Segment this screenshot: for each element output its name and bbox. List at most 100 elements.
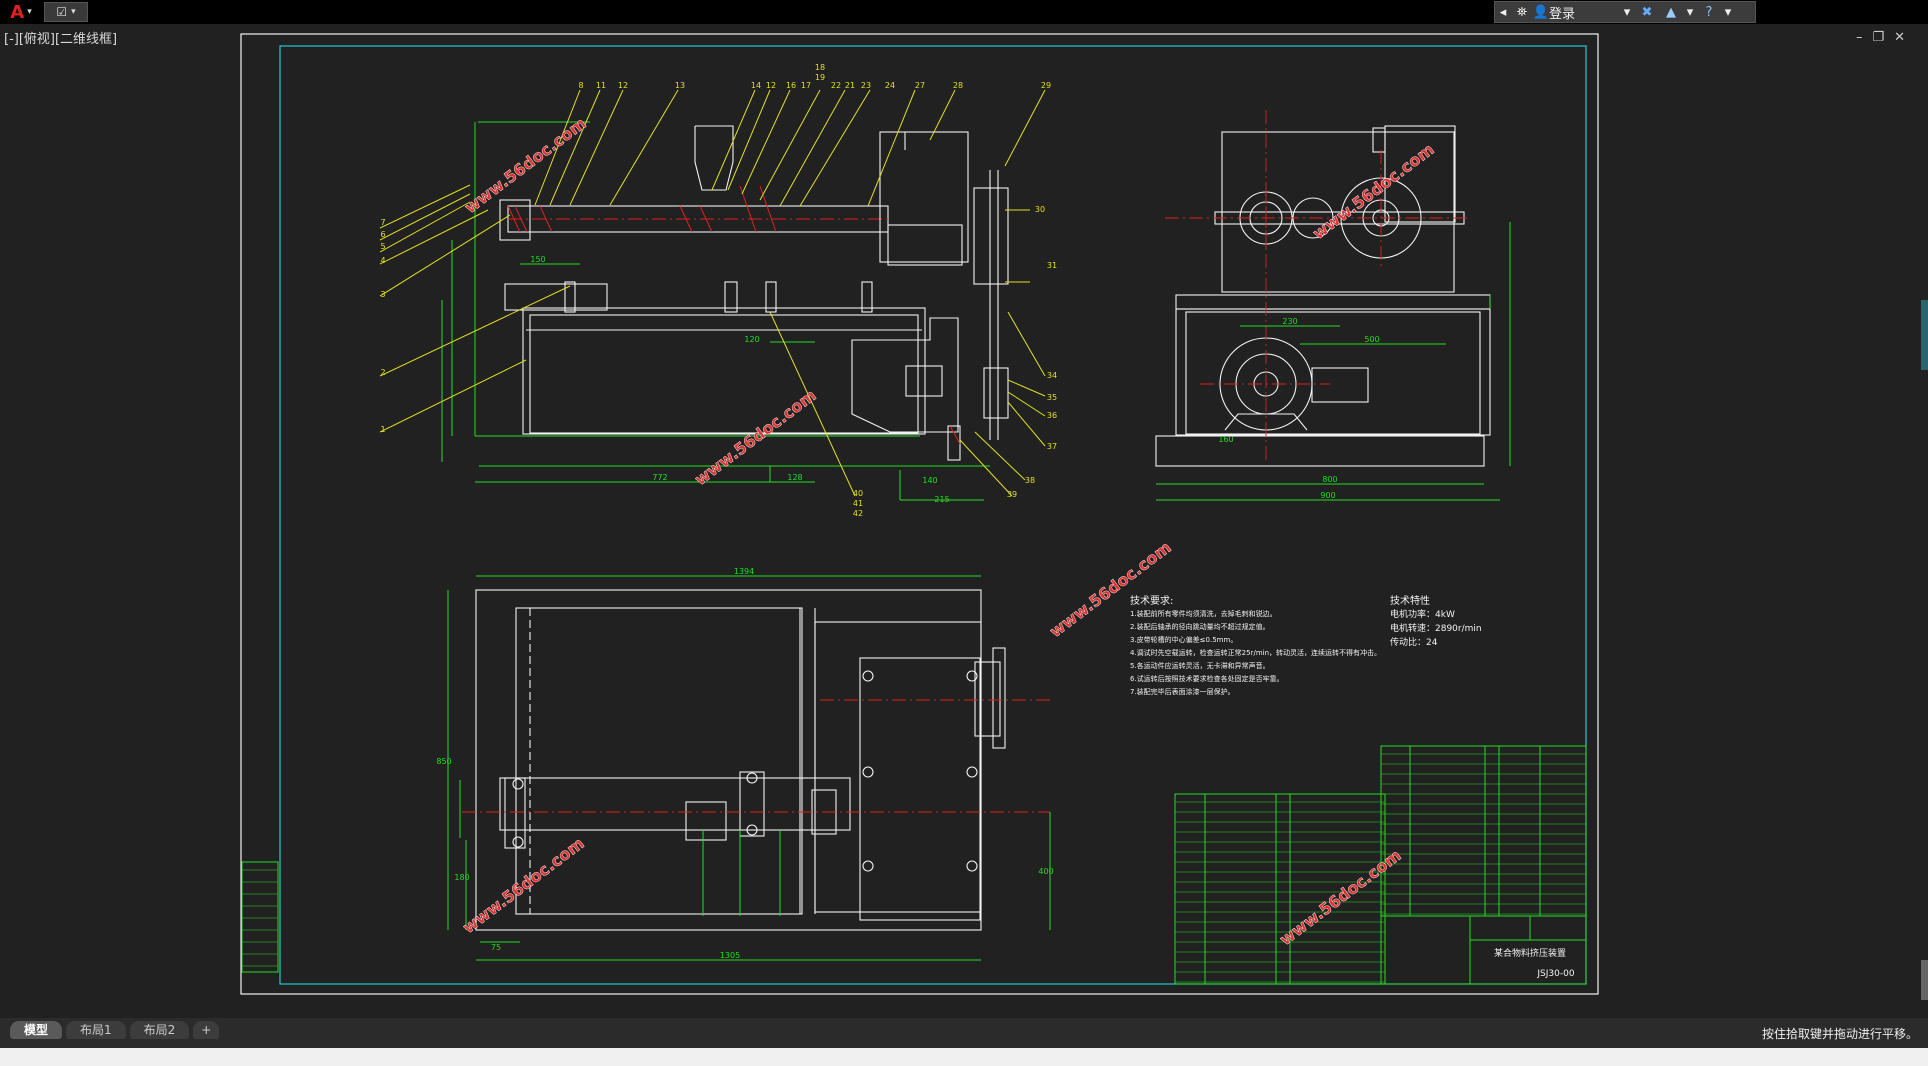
- add-layout-button[interactable]: +: [193, 1021, 220, 1039]
- balloon: 1: [380, 425, 385, 434]
- drawing-window-controls: – ❐ ✕: [1856, 30, 1905, 45]
- balloon: 22: [831, 81, 841, 90]
- dim-d11: 500: [1364, 335, 1379, 344]
- dim-d8: 400: [1038, 867, 1053, 876]
- dim-d12: 180: [454, 873, 469, 882]
- balloon: 38: [1025, 476, 1035, 485]
- tech-req-line: 5.各运动件应运转灵活，无卡滞和异常声音。: [1130, 661, 1270, 670]
- dim-d7: 128: [787, 473, 802, 482]
- technical-specs: 技术特性 电机功率：4kW 电机转速：2890r/min 传动比：24: [1390, 594, 1482, 648]
- balloon: 31: [1047, 261, 1057, 270]
- tech-req-line: 7.装配完毕后表面涂漆一层保护。: [1130, 687, 1235, 696]
- balloon: 28: [953, 81, 963, 90]
- chevron-down-icon: ▾: [71, 7, 76, 17]
- command-line-strip[interactable]: [0, 1048, 1928, 1066]
- balloon: 5: [380, 242, 385, 251]
- restore-icon[interactable]: ❐: [1872, 30, 1885, 45]
- dim-d1: 140: [922, 476, 937, 485]
- balloon: 27: [915, 81, 925, 90]
- balloon: 29: [1041, 81, 1051, 90]
- balloon: 34: [1047, 371, 1057, 380]
- tech-req-line: 4.调试时先空载运转，检查运转正常25r/min，转动灵活，连续运转不得有冲击。: [1130, 648, 1381, 657]
- drawing-canvas[interactable]: 772 140 215 150 120 128: [0, 0, 1928, 1018]
- app-logo-icon: A: [10, 1, 25, 23]
- watermark: www.56doc.com: [461, 114, 590, 218]
- quick-access-toolbar-button[interactable]: ☑ ▾: [44, 2, 88, 22]
- balloon: 37: [1047, 442, 1057, 451]
- login-button[interactable]: 登录: [1549, 6, 1576, 22]
- app-menu-button[interactable]: A ▾: [2, 1, 40, 23]
- balloon: 6: [380, 230, 385, 239]
- help-button[interactable]: ?: [1705, 4, 1713, 20]
- drawing-number: JSJ30-00: [1536, 969, 1574, 979]
- workspace-icon: ☑: [56, 5, 68, 19]
- balloon: 7: [380, 218, 385, 227]
- front-view: 772 140 215 150 120 128: [379, 63, 1057, 518]
- balloon: 42: [853, 509, 863, 518]
- dim-d5: 160: [1218, 435, 1233, 444]
- balloon: 12: [766, 81, 776, 90]
- chevron-down-icon: ▾: [27, 7, 32, 17]
- tech-req-line: 6.试运转后按照技术要求检查各处固定是否牢靠。: [1130, 674, 1284, 683]
- balloon: 11: [596, 81, 606, 90]
- status-message: 按住拾取键并拖动进行平移。: [1761, 1027, 1918, 1041]
- autodesk-a360-icon[interactable]: ▲: [1666, 4, 1676, 20]
- tech-req-line: 1.装配前所有零件均须清洗，去掉毛刺和锐边。: [1130, 609, 1277, 618]
- balloon: 41: [853, 499, 863, 508]
- balloon: 39: [1007, 490, 1017, 499]
- binoculars-icon[interactable]: ⛯: [1516, 4, 1528, 20]
- dim-d4: 230: [1282, 317, 1297, 326]
- dim-plan-left: 850: [436, 757, 451, 766]
- dim-side-overall: 800: [1322, 475, 1337, 484]
- balloon: 18: [815, 63, 825, 72]
- dim-plan-top: 1394: [734, 567, 754, 576]
- parts-list-rows: [242, 753, 1586, 983]
- dim-d3: 150: [530, 255, 545, 264]
- balloon: 12: [618, 81, 628, 90]
- tab-model[interactable]: 模型: [10, 1021, 63, 1039]
- technical-requirements: 技术要求: 1.装配前所有零件均须清洗，去掉毛刺和锐边。 2.装配后轴承的径向跳…: [1130, 594, 1381, 696]
- drawing-name: 某合物料挤压装置: [1494, 947, 1566, 959]
- dim-d9: 75: [491, 943, 501, 952]
- balloon: 19: [815, 73, 825, 82]
- tech-req-line: 3.皮带轮槽的中心偏差≤0.5mm。: [1130, 635, 1237, 644]
- user-icon: 👤: [1532, 4, 1550, 20]
- sheet-outer-border: [240, 33, 1599, 995]
- tech-spec-line: 电机功率：4kW: [1390, 608, 1455, 620]
- parts-list-table: [241, 745, 1587, 985]
- balloon: 36: [1047, 411, 1057, 420]
- balloon: 2: [380, 368, 385, 377]
- tech-req-line: 2.装配后轴承的径向跳动量均不超过规定值。: [1130, 622, 1270, 631]
- tech-req-title: 技术要求:: [1130, 594, 1173, 607]
- vertical-scroll-indicator[interactable]: [1921, 300, 1928, 370]
- chevron-down-icon[interactable]: ▾: [1623, 4, 1631, 20]
- balloon: 4: [380, 256, 385, 265]
- balloon: 35: [1047, 393, 1057, 402]
- balloon: 13: [675, 81, 685, 90]
- tab-layout2[interactable]: 布局2: [129, 1021, 190, 1039]
- watermark: www.56doc.com: [1309, 140, 1438, 244]
- exchange-icon[interactable]: ✖: [1641, 4, 1653, 20]
- dim-side-width: 900: [1320, 491, 1335, 500]
- chevron-down-icon[interactable]: ▾: [1724, 4, 1732, 20]
- dim-plan-bottom: 1305: [720, 951, 740, 960]
- infocenter-toolbar: ◂ ⛯ 👤 登录 ▾ ✖ ▲ ▾ ? ▾: [1494, 1, 1756, 23]
- watermark: www.56doc.com: [459, 834, 588, 938]
- plan-view: 1394 1305 850 75 180 400: [436, 567, 1054, 961]
- minimize-icon[interactable]: –: [1856, 30, 1863, 45]
- balloon: 30: [1035, 205, 1045, 214]
- balloon: 17: [801, 81, 811, 90]
- balloon: 21: [845, 81, 855, 90]
- layout-tabs: 模型 布局1 布局2 +: [10, 1021, 220, 1039]
- viewport-controls-label[interactable]: [-][俯视][二维线框]: [4, 32, 118, 47]
- chevron-down-icon[interactable]: ▾: [1686, 4, 1694, 20]
- tech-spec-line: 传动比：24: [1390, 636, 1438, 648]
- tab-layout1[interactable]: 布局1: [66, 1021, 126, 1039]
- scroll-left-icon[interactable]: ◂: [1499, 4, 1507, 20]
- dim-overall: 772: [652, 473, 667, 482]
- balloon: 23: [861, 81, 871, 90]
- tech-spec-title: 技术特性: [1390, 594, 1430, 607]
- close-icon[interactable]: ✕: [1894, 30, 1906, 45]
- vertical-scrollbar[interactable]: [1921, 960, 1928, 1000]
- dim-d2: 215: [934, 495, 949, 504]
